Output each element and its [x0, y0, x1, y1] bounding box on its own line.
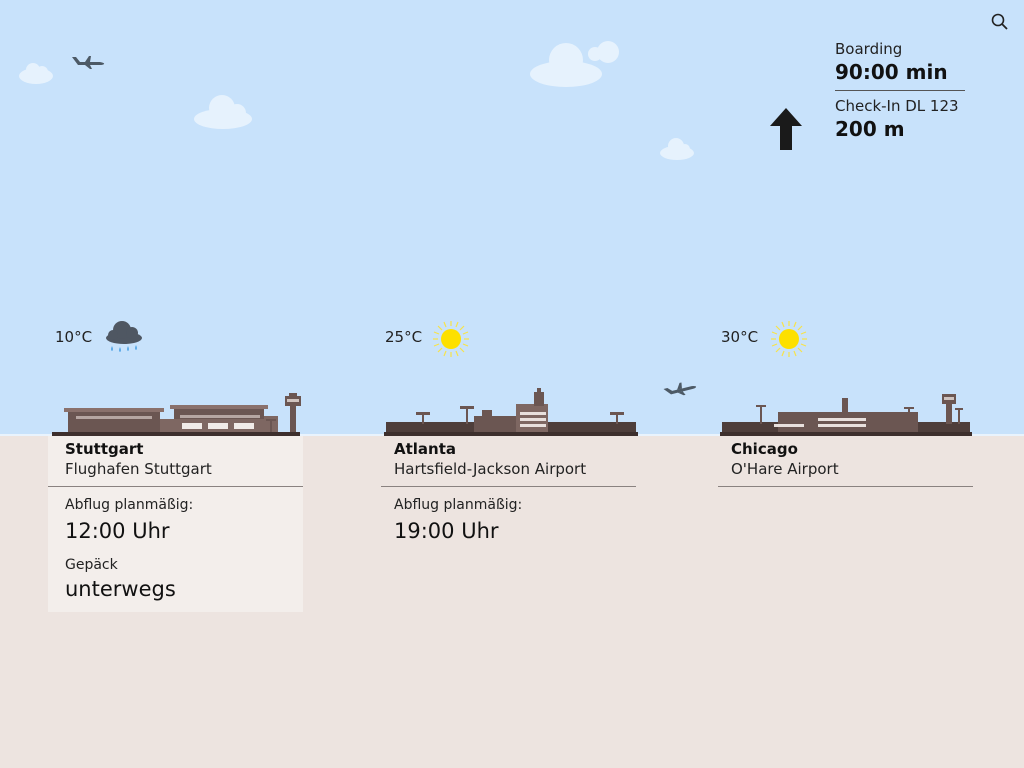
departure-label: Abflug planmäßig: [65, 497, 194, 513]
cloud-icon [19, 63, 53, 84]
cloud-icon [660, 138, 694, 160]
card-divider [48, 486, 303, 487]
checkin-label: Check-In DL 123 [835, 97, 959, 115]
baggage-label: Gepäck [65, 557, 118, 573]
sun-icon [433, 321, 469, 357]
rain-cloud-icon [106, 321, 142, 352]
cloud-icon [530, 41, 619, 87]
sun-icon [771, 321, 807, 357]
departure-time: 19:00 Uhr [394, 519, 499, 543]
airport-name: Flughafen Stuttgart [65, 460, 212, 478]
flight-status-panel: Boarding 90:00 min Check-In DL 123 200 m [835, 40, 985, 141]
airplane-icon [663, 382, 697, 396]
skyline-chicago [720, 394, 972, 436]
baggage-status: unterwegs [65, 577, 176, 601]
departure-label: Abflug planmäßig: [394, 497, 523, 513]
temperature-atlanta: 25°C [385, 328, 423, 346]
temperature-stuttgart: 10°C [55, 328, 93, 346]
airport-name: Hartsfield-Jackson Airport [394, 460, 587, 478]
status-divider [835, 90, 965, 91]
airport-card-chicago[interactable]: Chicago O'Hare Airport [718, 436, 973, 496]
boarding-value: 90:00 min [835, 60, 948, 84]
airplane-icon [72, 56, 105, 69]
city-name: Stuttgart [65, 440, 144, 458]
cloud-icon [194, 95, 252, 129]
card-divider [718, 486, 973, 487]
card-divider [381, 486, 636, 487]
airport-card-stuttgart[interactable]: Stuttgart Flughafen Stuttgart Abflug pla… [48, 436, 303, 612]
sky-background [0, 0, 1024, 436]
city-name: Chicago [731, 440, 798, 458]
boarding-label: Boarding [835, 40, 903, 58]
city-name: Atlanta [394, 440, 457, 458]
skyline-stuttgart [52, 393, 301, 436]
checkin-distance: 200 m [835, 117, 905, 141]
skyline-atlanta [384, 388, 638, 436]
temperature-chicago: 30°C [721, 328, 759, 346]
arrow-up-icon [770, 108, 802, 150]
search-icon[interactable] [990, 12, 1010, 32]
departure-time: 12:00 Uhr [65, 519, 170, 543]
airport-name: O'Hare Airport [731, 460, 839, 478]
airport-card-atlanta[interactable]: Atlanta Hartsfield-Jackson Airport Abflu… [381, 436, 636, 556]
